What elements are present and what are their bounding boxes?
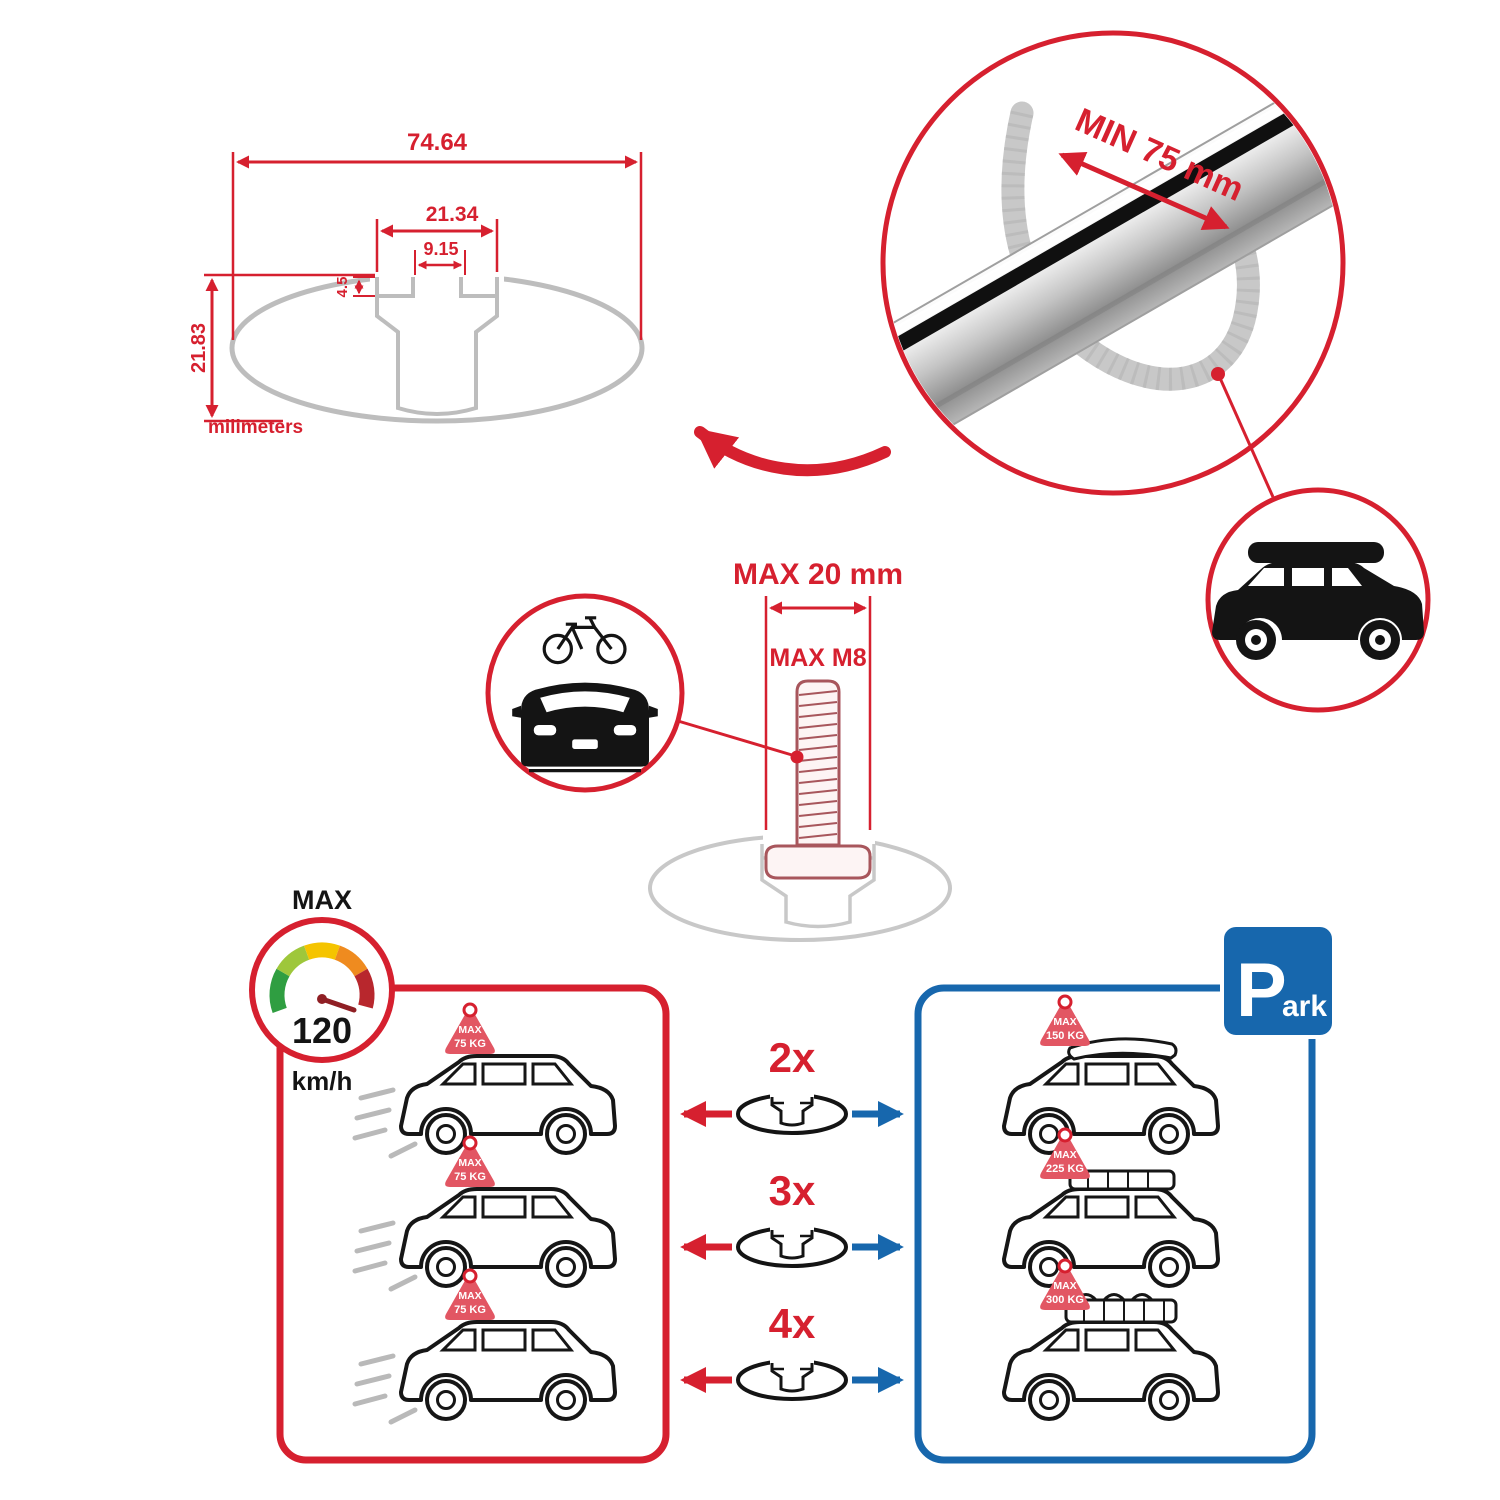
multiplier-row: 2x <box>680 1034 904 1135</box>
badge-max-label: MAX <box>1053 1016 1076 1028</box>
crossbar-section-icon <box>736 1357 848 1401</box>
load-badge: MAX 300 KG <box>1038 1258 1092 1312</box>
driving-car-row: MAX 75 KG <box>355 1268 617 1422</box>
callout-dot <box>790 750 804 764</box>
speed-units-label: km/h <box>292 1066 353 1096</box>
speedometer-icon <box>269 942 375 1013</box>
park-rest-label: ark <box>1282 990 1327 1023</box>
badge-max-label: MAX <box>458 1024 481 1036</box>
multiplier-label: 4x <box>769 1300 816 1347</box>
badge-weight-label: 75 KG <box>454 1038 486 1050</box>
bike-car-circle <box>485 593 793 793</box>
bolt-diagram: MAX 20 mm MAX M8 <box>648 558 952 942</box>
load-badge: MAX 75 KG <box>443 1002 497 1056</box>
cross-section-diagram: 74.64 21.34 9.15 4.5 21.83 milimeters <box>188 129 645 438</box>
parked-car-row: MAX 300 KG <box>1002 1258 1220 1421</box>
badge-weight-label: 75 KG <box>454 1171 486 1183</box>
crossbar-section-icon <box>736 1224 848 1268</box>
t-bolt-icon <box>764 679 872 880</box>
dim-width-label: 74.64 <box>407 129 468 156</box>
multiplier-label: 2x <box>769 1034 816 1081</box>
bicycle-icon <box>542 616 627 665</box>
max-width-label: MAX 20 mm <box>733 558 903 591</box>
badge-max-label: MAX <box>458 1290 481 1302</box>
car-roofbox-circle <box>1205 487 1431 713</box>
driving-car-row: MAX 75 KG <box>355 1135 617 1289</box>
multiplier-label: 3x <box>769 1167 816 1214</box>
dim-slot-inner-label: 9.15 <box>423 239 458 259</box>
badge-max-label: MAX <box>1053 1280 1076 1292</box>
multiplier-row: 3x <box>680 1167 904 1268</box>
badge-weight-label: 150 KG <box>1046 1030 1084 1042</box>
roof-box-icon <box>1067 1037 1178 1061</box>
loaded-basket-icon <box>1064 1293 1178 1324</box>
suv-roofbox-icon <box>1212 542 1424 660</box>
units-label: milimeters <box>208 417 303 438</box>
badge-weight-label: 300 KG <box>1046 1294 1084 1306</box>
min-span-arrow <box>1058 151 1230 231</box>
t-slot-profile <box>375 277 499 416</box>
speed-limit-gauge: MAX 120 km/h <box>249 885 395 1096</box>
dim-lip-label: 4.5 <box>334 277 351 298</box>
park-initial-label: P <box>1236 948 1287 1033</box>
parked-car-row: MAX 150 KG <box>1002 994 1220 1155</box>
badge-max-label: MAX <box>1053 1149 1076 1161</box>
load-badge: MAX 75 KG <box>443 1268 497 1322</box>
roof-basket-icon <box>1068 1169 1176 1191</box>
badge-weight-label: 225 KG <box>1046 1163 1084 1175</box>
callout-dot <box>1211 367 1225 381</box>
dim-slot-outer-label: 21.34 <box>426 203 479 226</box>
multiplier-row: 4x <box>680 1300 904 1401</box>
max-thread-label: MAX M8 <box>769 644 866 672</box>
driving-car-row: MAX 75 KG <box>355 1002 617 1156</box>
bar-detail-circle: MIN 75 mm <box>880 30 1346 498</box>
load-badge: MAX 150 KG <box>1038 994 1092 1048</box>
park-sign: P ark <box>1220 923 1336 1039</box>
clamp-strap-icon <box>1001 101 1260 391</box>
load-badge: MAX 225 KG <box>1038 1127 1092 1181</box>
load-badge: MAX 75 KG <box>443 1135 497 1189</box>
speed-max-label: MAX <box>292 885 352 915</box>
dim-height-label: 21.83 <box>188 323 210 373</box>
pointer-arrow <box>694 426 891 477</box>
parked-car-row: MAX 225 KG <box>1002 1127 1220 1288</box>
car-front-icon <box>512 682 658 767</box>
crossbar-section-icon <box>736 1091 848 1135</box>
speed-value-label: 120 <box>292 1010 352 1051</box>
badge-weight-label: 75 KG <box>454 1304 486 1316</box>
badge-max-label: MAX <box>458 1157 481 1169</box>
